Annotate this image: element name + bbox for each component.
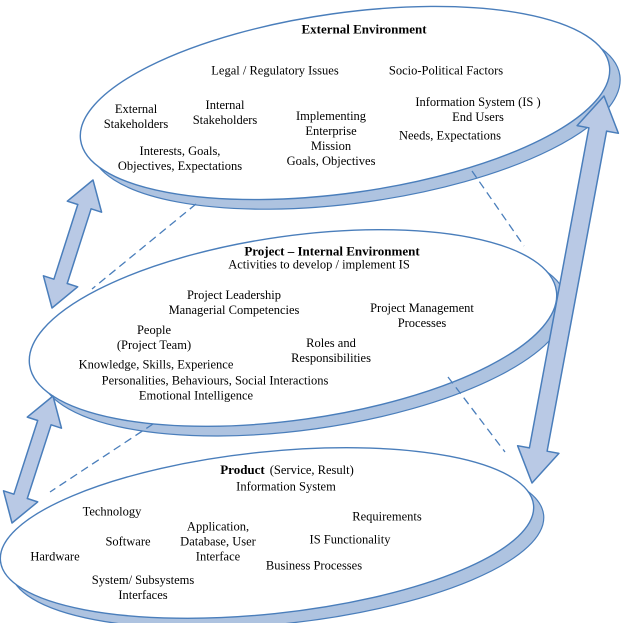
- dashed-links: [49, 170, 525, 493]
- dashed-link-middle-bottom-left: [49, 423, 154, 493]
- product-ellipse-face: [0, 447, 535, 619]
- product-ellipse: [0, 447, 545, 623]
- project-internal-environment-ellipse: [28, 228, 568, 437]
- dashed-link-top-middle-left: [91, 203, 197, 290]
- double-arrow-external-product-right: [516, 95, 620, 484]
- dashed-link-middle-bottom-right: [447, 376, 506, 453]
- external-environment-ellipse-face: [79, 5, 611, 201]
- double-arrows: [2, 95, 620, 524]
- dashed-link-top-middle-right: [471, 170, 525, 247]
- external-environment-ellipse: [79, 5, 621, 210]
- project-internal-environment-ellipse-face: [28, 228, 558, 428]
- double-arrow-project-product-left: [2, 395, 63, 524]
- double-arrow-external-project-left: [42, 179, 103, 309]
